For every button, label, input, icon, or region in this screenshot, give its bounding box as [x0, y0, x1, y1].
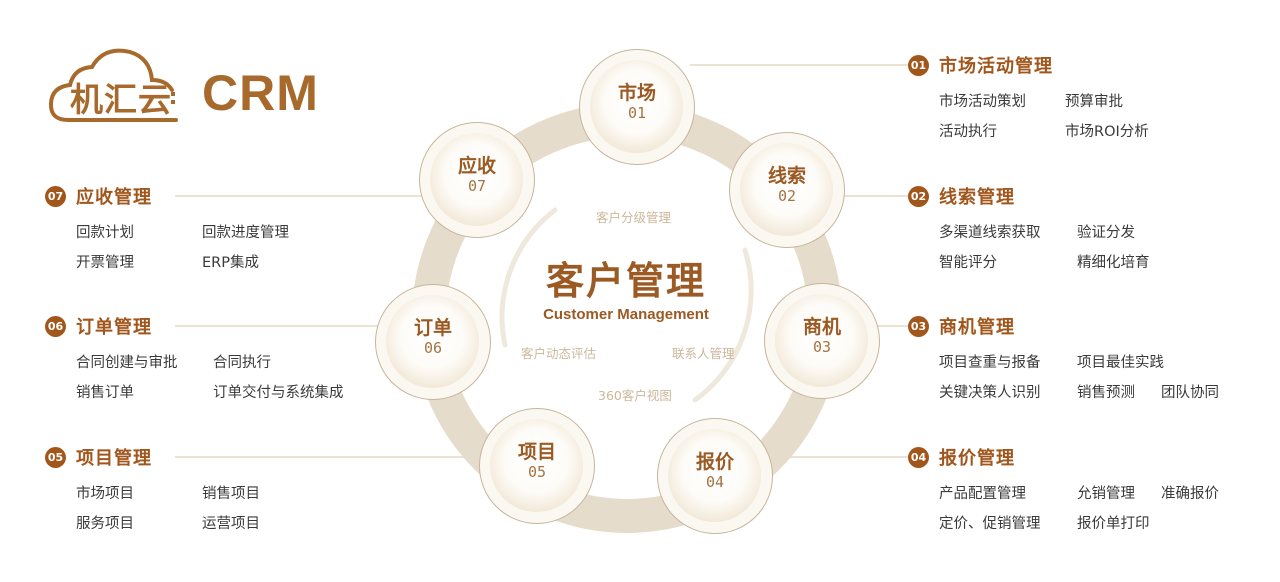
feature-item: 回款计划 — [76, 225, 134, 241]
section-title: 商机管理 — [939, 317, 1015, 338]
number-badge: 05 — [45, 446, 66, 468]
feature-item: 开票管理 — [76, 255, 134, 271]
section-title: 订单管理 — [76, 317, 152, 338]
connector-07 — [175, 195, 425, 197]
section-quote: 04 报价管理 产品配置管理 允销管理 准确报价 定价、促销管理 报价单打印 — [908, 444, 1268, 532]
node-number: 02 — [777, 187, 797, 205]
feature-item: 项目查重与报备 — [939, 355, 1041, 371]
feature-item: 服务项目 — [76, 516, 134, 532]
node-number: 07 — [467, 177, 487, 195]
node-receivable[interactable]: 应收 07 — [419, 122, 535, 238]
feature-item: 多渠道线索获取 — [939, 225, 1041, 241]
feature-item: 销售项目 — [202, 486, 260, 502]
connector-01 — [690, 64, 908, 66]
section-title: 市场活动管理 — [939, 56, 1053, 77]
feature-item: 报价单打印 — [1077, 516, 1150, 532]
feature-item: 订单交付与系统集成 — [213, 385, 344, 401]
feature-item: 运营项目 — [202, 516, 260, 532]
node-label: 应收 — [457, 155, 496, 177]
node-order[interactable]: 订单 06 — [375, 284, 491, 400]
feature-item: 智能评分 — [939, 255, 997, 271]
connector-06 — [175, 325, 380, 327]
node-opportunity[interactable]: 商机 03 — [764, 283, 880, 399]
cloud-icon — [48, 48, 178, 122]
number-badge: 02 — [908, 185, 929, 207]
number-badge: 06 — [45, 315, 66, 337]
connector-05 — [175, 456, 480, 458]
center-tag-dynamic-eval: 客户动态评估 — [521, 346, 597, 361]
node-quote[interactable]: 报价 04 — [657, 418, 773, 534]
section-title: 项目管理 — [76, 448, 152, 469]
node-label: 市场 — [617, 82, 656, 104]
section-project: 05 项目管理 市场项目 销售项目 服务项目 运营项目 — [45, 444, 385, 532]
node-label: 线索 — [767, 165, 806, 187]
feature-item: 市场活动策划 — [939, 94, 1026, 110]
feature-item: 合同执行 — [213, 355, 271, 371]
connector-04 — [770, 456, 908, 458]
node-number: 01 — [627, 104, 647, 122]
node-number: 03 — [812, 338, 832, 356]
feature-item: 市场项目 — [76, 486, 134, 502]
feature-item: 团队协同 — [1161, 385, 1219, 401]
feature-item: 准确报价 — [1161, 486, 1219, 502]
node-number: 06 — [423, 339, 443, 357]
number-badge: 03 — [908, 315, 929, 337]
section-receivable: 07 应收管理 回款计划 回款进度管理 开票管理 ERP集成 — [45, 183, 385, 271]
center-title: 客户管理 — [545, 259, 706, 303]
feature-item: 销售预测 — [1077, 385, 1135, 401]
feature-item: 关键决策人识别 — [939, 385, 1041, 401]
section-title: 线索管理 — [939, 187, 1015, 208]
feature-item: 验证分发 — [1077, 225, 1135, 241]
feature-item: 精细化培育 — [1077, 255, 1150, 271]
feature-item: 合同创建与审批 — [76, 355, 178, 371]
node-label: 商机 — [802, 316, 841, 338]
section-title: 应收管理 — [76, 187, 152, 208]
node-project[interactable]: 项目 05 — [479, 408, 595, 524]
feature-item: 销售订单 — [76, 385, 134, 401]
section-order: 06 订单管理 合同创建与审批 合同执行 销售订单 订单交付与系统集成 — [45, 313, 385, 401]
feature-item: 允销管理 — [1077, 486, 1135, 502]
feature-item: 活动执行 — [939, 124, 997, 140]
center-tag-360-view: 360客户视图 — [598, 388, 672, 403]
section-title: 报价管理 — [939, 448, 1015, 469]
connector-03 — [878, 325, 908, 327]
feature-item: 回款进度管理 — [202, 225, 289, 241]
feature-item: ERP集成 — [202, 255, 259, 271]
node-market[interactable]: 市场 01 — [579, 49, 695, 165]
connector-02 — [842, 195, 908, 197]
feature-item: 定价、促销管理 — [939, 516, 1041, 532]
feature-item: 市场ROI分析 — [1065, 124, 1149, 140]
node-number: 04 — [705, 473, 725, 491]
center-tag-contacts: 联系人管理 — [672, 346, 735, 361]
node-leads[interactable]: 线索 02 — [729, 132, 845, 248]
section-market-activity: 01 市场活动管理 市场活动策划 预算审批 活动执行 市场ROI分析 — [908, 52, 1248, 140]
node-label: 报价 — [695, 451, 734, 473]
center-tag-grading: 客户分级管理 — [596, 210, 672, 225]
center-subtitle: Customer Management — [543, 306, 709, 323]
number-badge: 04 — [908, 446, 929, 468]
logo: 机汇云 CRM — [48, 40, 348, 130]
node-label: 项目 — [517, 441, 556, 463]
feature-item: 预算审批 — [1065, 94, 1123, 110]
feature-item: 项目最佳实践 — [1077, 355, 1164, 371]
number-badge: 01 — [908, 54, 929, 76]
section-opportunity: 03 商机管理 项目查重与报备 项目最佳实践 关键决策人识别 销售预测 团队协同 — [908, 313, 1268, 401]
feature-item: 产品配置管理 — [939, 486, 1026, 502]
section-leads: 02 线索管理 多渠道线索获取 验证分发 智能评分 精细化培育 — [908, 183, 1248, 271]
node-label: 订单 — [413, 317, 452, 339]
number-badge: 07 — [45, 185, 66, 207]
logo-text-crm: CRM — [202, 65, 319, 121]
logo-text-cn: 机汇云 — [70, 80, 172, 119]
node-number: 05 — [527, 463, 547, 481]
